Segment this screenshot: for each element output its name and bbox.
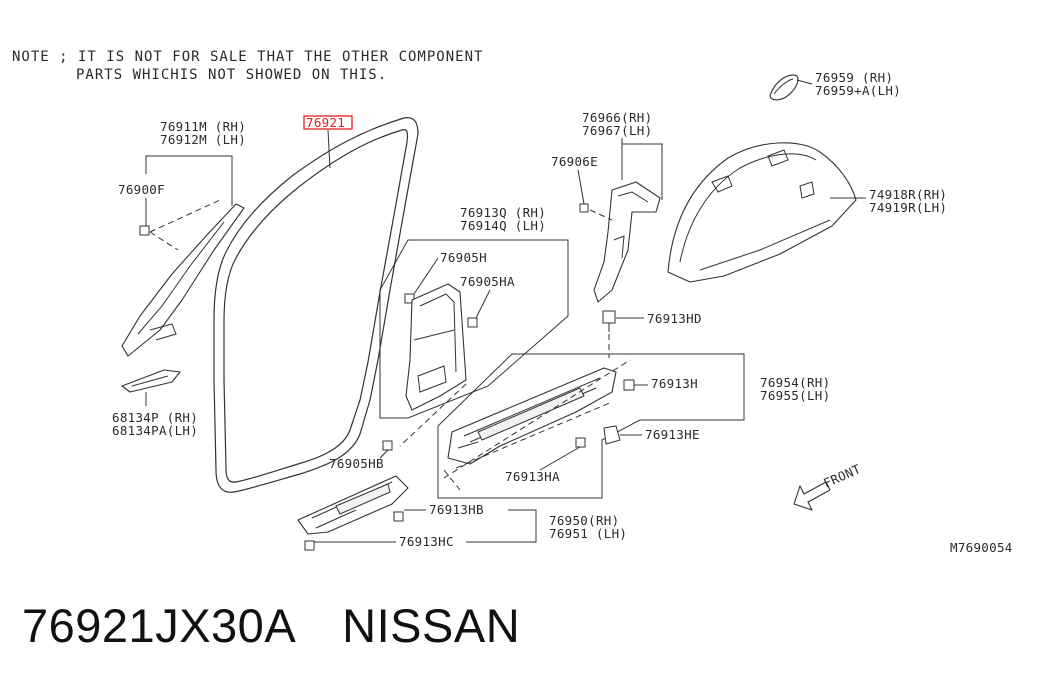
label-76921: 76921 [306, 115, 345, 130]
label-76913q: 76913Q (RH) [460, 205, 546, 220]
clip-76913h [623, 379, 635, 391]
label-68134pa: 68134PA(LH) [112, 423, 198, 438]
part-76954-kicking-plate [447, 367, 617, 465]
label-front: FRONT [821, 461, 863, 491]
label-76954: 76954(RH) [760, 375, 830, 390]
label-76912m: 76912M (LH) [160, 132, 246, 147]
part-number: 76921JX30A [22, 599, 297, 652]
footer-caption: 76921JX30A NISSAN [22, 598, 520, 653]
part-76913q-center-pillar-trim [405, 283, 467, 411]
label-76959a: 76959+A(LH) [815, 83, 901, 98]
label-76914q: 76914Q (LH) [460, 218, 546, 233]
part-76921-weatherstrip [213, 117, 419, 493]
brand-name: NISSAN [342, 599, 521, 652]
part-76911m-front-pillar-trim [121, 203, 245, 357]
clip-76913hb [393, 511, 404, 522]
part-76959-clip [769, 74, 799, 101]
clip-76913hd [602, 310, 616, 332]
clip-76905h [404, 293, 415, 304]
clip-76905ha [467, 317, 478, 328]
label-76955: 76955(LH) [760, 388, 830, 403]
label-76900f: 76900F [118, 182, 165, 197]
clip-76913ha [575, 437, 586, 448]
label-76959: 76959 (RH) [815, 70, 893, 85]
diagram-id: M7690054 [950, 540, 1013, 555]
note-line-2: PARTS WHICHIS NOT SHOWED ON THIS. [76, 67, 387, 83]
clip-76905hb [382, 440, 393, 451]
label-76950: 76950(RH) [549, 513, 619, 528]
highlight-box-76921 [303, 115, 353, 130]
label-74919r: 74919R(LH) [869, 200, 947, 215]
label-76905hb: 76905HB [329, 456, 384, 471]
clip-76900f [139, 225, 150, 236]
label-74918r: 74918R(RH) [869, 187, 947, 202]
part-76966-pillar-trim [593, 181, 661, 303]
label-76913hd: 76913HD [647, 311, 702, 326]
clip-76913he [603, 425, 621, 445]
front-arrow-icon [793, 481, 831, 511]
label-68134p: 68134P (RH) [112, 410, 198, 425]
clip-76913hc [304, 540, 315, 551]
part-68134p [121, 369, 181, 393]
clip-76906e [579, 203, 589, 213]
label-76967: 76967(LH) [582, 123, 652, 138]
label-76913he: 76913HE [645, 427, 700, 442]
label-76966: 76966(RH) [582, 110, 652, 125]
part-76950-front-kicking-plate [297, 475, 409, 535]
label-76951: 76951 (LH) [549, 526, 627, 541]
label-76913h: 76913H [651, 376, 698, 391]
box-76913q-group [379, 239, 569, 419]
box-76954-group [437, 353, 745, 499]
label-76906e: 76906E [551, 154, 598, 169]
label-76913hb: 76913HB [429, 502, 484, 517]
label-76905ha: 76905HA [460, 274, 515, 289]
part-74918r-wheelhouse-trim [667, 142, 857, 283]
label-76913hc: 76913HC [399, 534, 454, 549]
label-76913ha: 76913HA [505, 469, 560, 484]
note-line-1: NOTE ; IT IS NOT FOR SALE THAT THE OTHER… [12, 49, 483, 65]
label-76905h: 76905H [440, 250, 487, 265]
label-76911m: 76911M (RH) [160, 119, 246, 134]
